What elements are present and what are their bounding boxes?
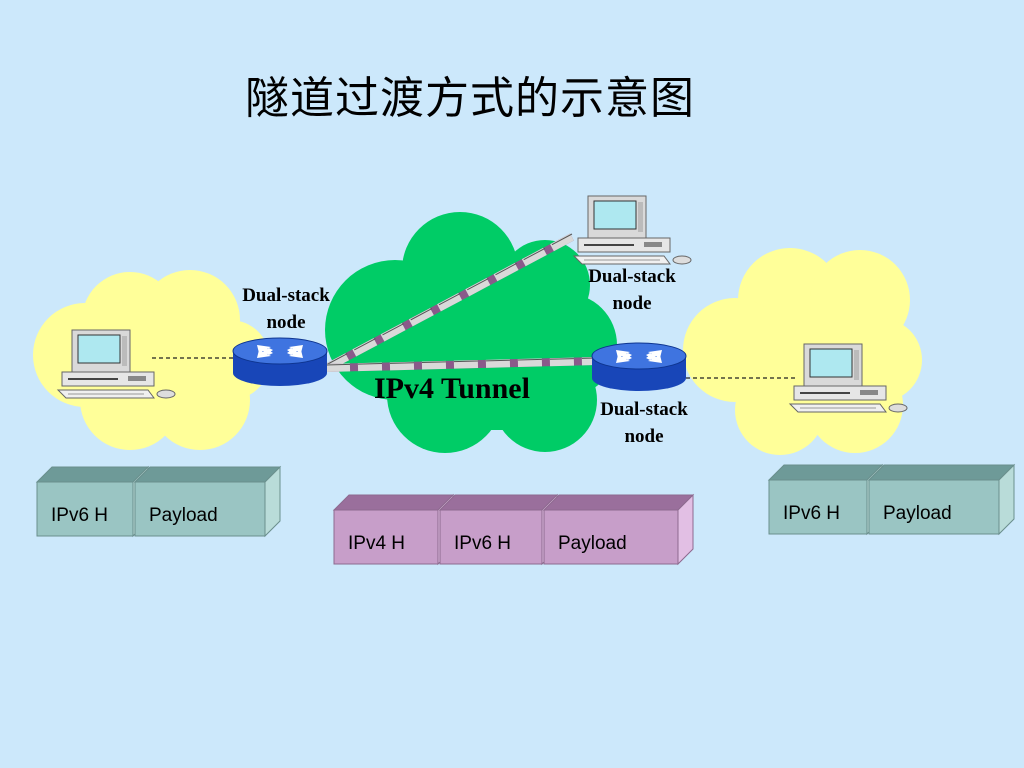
top-host-label: Dual-stack node — [574, 263, 690, 317]
top-host-label-line2: node — [612, 293, 652, 314]
right-packet-label: Payload — [883, 503, 952, 524]
right-packet-field: Payload — [867, 463, 1016, 536]
left-router-label: Dual-stack node — [228, 282, 344, 336]
left-packet-label: IPv6 H — [51, 505, 108, 526]
ipv4-tunnel-label: IPv4 Tunnel — [374, 372, 530, 405]
right-ipv6-cloud — [683, 248, 922, 455]
top-host-label-line1: Dual-stack — [588, 266, 676, 287]
middle-packet-field: IPv6 H — [438, 493, 559, 566]
ipv4-tunnel-to-host — [324, 233, 574, 372]
left-router-label-line2: node — [266, 312, 306, 333]
ipv4-tunnel-to-router — [325, 357, 597, 372]
left-packet-field: Payload — [133, 465, 282, 538]
right-router-icon — [591, 342, 687, 392]
middle-packet-field: IPv4 H — [332, 493, 455, 566]
left-packet: IPv6 H Payload — [35, 465, 282, 538]
ipv4-cloud — [325, 212, 617, 453]
middle-packet-label: Payload — [558, 533, 627, 554]
middle-packet-label: IPv4 H — [348, 533, 405, 554]
right-router-label: Dual-stack node — [586, 396, 702, 450]
right-packet-field: IPv6 H — [767, 463, 884, 536]
page-title: 隧道过渡方式的示意图 — [245, 73, 695, 124]
left-packet-field: IPv6 H — [35, 465, 150, 538]
middle-packet: IPv4 H IPv6 H Payload — [332, 493, 695, 566]
right-router-label-line2: node — [624, 426, 664, 447]
right-packet: IPv6 H Payload — [767, 463, 1016, 536]
right-packet-label: IPv6 H — [783, 503, 840, 524]
right-router-label-line1: Dual-stack — [600, 399, 688, 420]
middle-packet-field: Payload — [542, 493, 695, 566]
left-router-icon — [232, 337, 328, 387]
left-router-label-line1: Dual-stack — [242, 285, 330, 306]
left-packet-label: Payload — [149, 505, 218, 526]
top-host-computer-icon — [573, 195, 692, 265]
middle-packet-label: IPv6 H — [454, 533, 511, 554]
